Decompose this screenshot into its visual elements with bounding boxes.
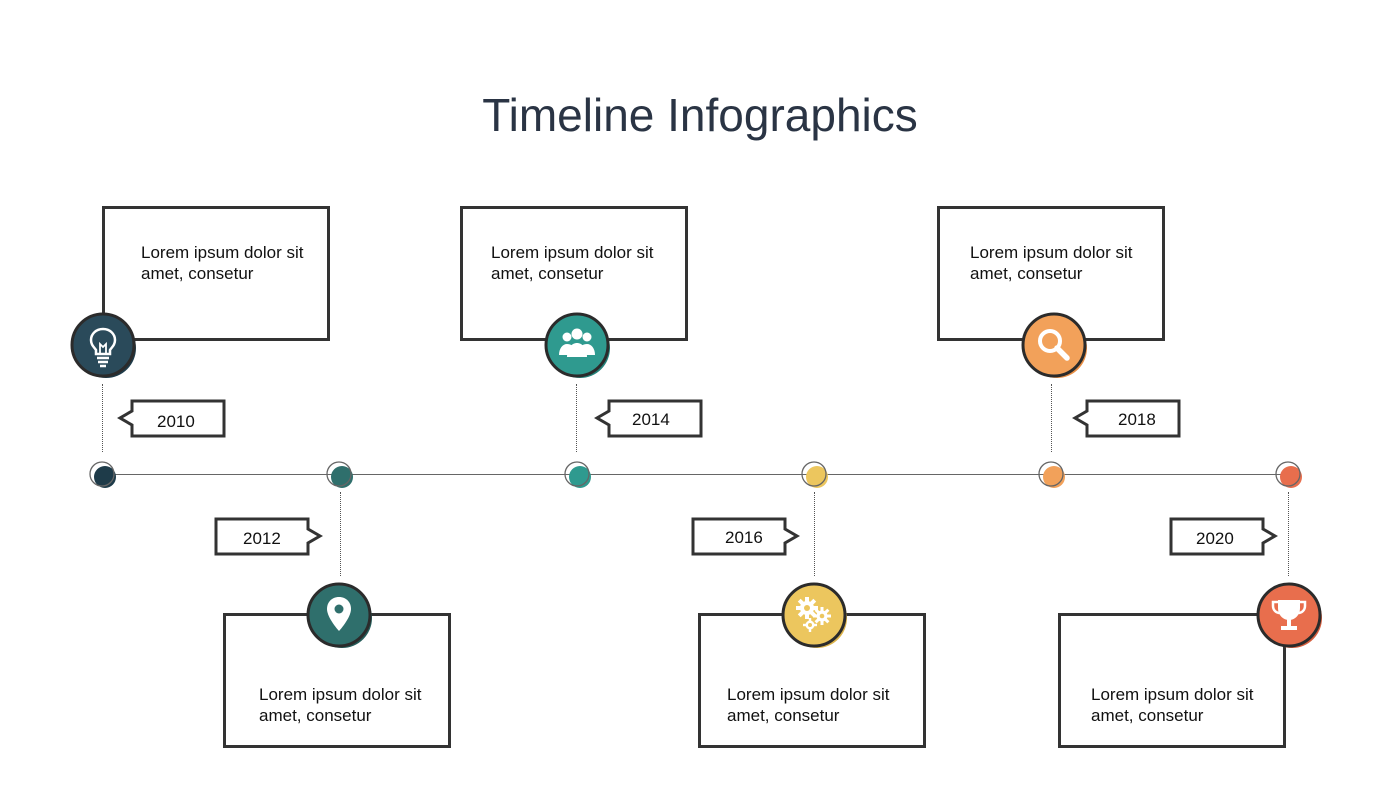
year-label-2010: 2010 (157, 412, 195, 431)
timeline-node-2018 (1038, 461, 1065, 488)
trophy-icon (1256, 582, 1322, 648)
milestone-box-2010: Lorem ipsum dolor sit amet, consetur (102, 206, 330, 341)
timeline-node-2014 (564, 461, 591, 488)
milestone-text-line2: amet, consetur (141, 264, 254, 283)
milestone-text-line1: Lorem ipsum dolor sit (970, 243, 1133, 262)
connector-2012 (340, 492, 341, 576)
year-label-2012: 2012 (243, 529, 281, 548)
lightbulb-icon (70, 312, 136, 378)
magnifier-icon (1021, 312, 1087, 378)
milestone-text-line2: amet, consetur (970, 264, 1083, 283)
connector-2010 (102, 384, 103, 452)
milestone-text-line1: Lorem ipsum dolor sit (491, 243, 654, 262)
milestone-text-line2: amet, consetur (491, 264, 604, 283)
year-tag-2012 (214, 517, 323, 556)
year-tag-2016 (691, 517, 800, 556)
year-tag-2020 (1169, 517, 1278, 556)
milestone-text-line2: amet, consetur (727, 706, 840, 725)
page-title: Timeline Infographics (482, 89, 918, 141)
timeline-node-2020 (1275, 461, 1302, 488)
milestone-text-line2: amet, consetur (1091, 706, 1204, 725)
connector-2020 (1288, 492, 1289, 576)
milestone-box-2016: Lorem ipsum dolor sit amet, consetur (698, 613, 926, 748)
milestone-box-2020: Lorem ipsum dolor sit amet, consetur (1058, 613, 1286, 748)
milestone-box-2012: Lorem ipsum dolor sit amet, consetur (223, 613, 451, 748)
milestone-text-line1: Lorem ipsum dolor sit (141, 243, 304, 262)
year-label-2016: 2016 (725, 528, 763, 547)
timeline-node-2010 (89, 461, 116, 488)
timeline-node-2016 (801, 461, 828, 488)
milestone-text-line1: Lorem ipsum dolor sit (1091, 685, 1254, 704)
year-label-2014: 2014 (632, 410, 670, 429)
connector-2014 (576, 384, 577, 452)
connector-2018 (1051, 384, 1052, 452)
year-tag-2018 (1072, 399, 1181, 438)
year-label-2018: 2018 (1118, 410, 1156, 429)
milestone-text-line1: Lorem ipsum dolor sit (259, 685, 422, 704)
location-pin-icon (306, 582, 372, 648)
year-label-2020: 2020 (1196, 529, 1234, 548)
gears-icon (781, 582, 847, 648)
connector-2016 (814, 492, 815, 576)
milestone-text-line1: Lorem ipsum dolor sit (727, 685, 890, 704)
timeline-node-2012 (326, 461, 353, 488)
milestone-text-line2: amet, consetur (259, 706, 372, 725)
year-tag-2014 (594, 399, 703, 438)
year-tag-2010 (117, 399, 226, 438)
timeline-axis (104, 474, 1290, 475)
people-icon (544, 312, 610, 378)
